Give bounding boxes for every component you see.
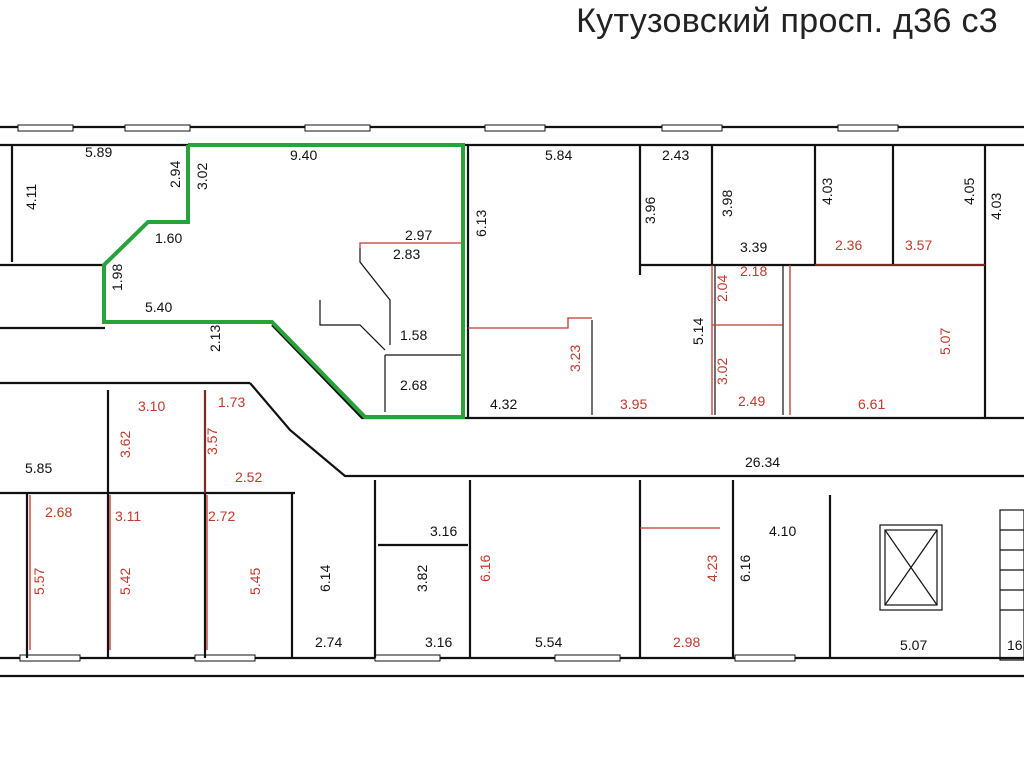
highlighted-premises-outline: [102, 143, 465, 419]
dimension-label-top-11: 1.58: [400, 327, 427, 343]
dimension-label-top-16: 3.23: [567, 345, 583, 372]
dimension-label-top-21: 3.98: [719, 190, 735, 217]
dimension-label-bottom-13: 3.16: [430, 523, 457, 539]
dimension-label-top-32: 6.61: [858, 396, 885, 412]
dimension-label-bottom-10: 5.42: [117, 568, 133, 595]
dimension-label-bottom-1: 1.73: [218, 394, 245, 410]
dimension-label-top-1: 4.11: [23, 184, 39, 210]
dimension-label-top-28: 2.18: [740, 263, 767, 279]
dimension-label-bottom-5: 5.85: [25, 460, 52, 476]
dimension-label-bottom-6: 2.68: [45, 504, 72, 520]
dimension-label-top-26: 4.05: [961, 178, 977, 205]
dimension-label-top-8: 2.97: [405, 227, 432, 243]
dimension-label-top-19: 2.43: [662, 147, 689, 163]
dimension-label-bottom-4: 2.52: [235, 469, 262, 485]
dimension-label-bottom-22: 4.10: [769, 523, 796, 539]
dimension-label-top-23: 4.03: [819, 178, 835, 205]
dimension-label-bottom-24: 5.07: [900, 637, 927, 653]
dimension-label-bottom-23: 6.16: [737, 555, 753, 582]
dimension-label-bottom-18: 3.16: [425, 634, 452, 650]
dimension-label-bottom-25: 16: [1007, 637, 1023, 653]
dimension-label-top-22: 3.39: [740, 239, 767, 255]
dimension-label-bottom-15: 3.82: [414, 565, 430, 592]
dimension-label-top-14: 5.84: [545, 147, 572, 163]
dimension-labels-top: 5.89 4.11 2.94 3.02 1.60 1.98 5.40 9.40 2.97 2.83…: [23, 144, 1004, 412]
dimension-label-bottom-8: 2.72: [208, 508, 235, 524]
dimension-label-bottom-20: 4.23: [704, 555, 720, 582]
top-windows: [17, 124, 899, 132]
dimension-label-bottom-16: 6.16: [477, 555, 493, 582]
dimension-label-top-10: 6.13: [473, 210, 489, 237]
dimension-label-bottom-17: 2.74: [315, 634, 342, 650]
dimension-label-bottom-7: 3.11: [115, 508, 141, 524]
dimension-label-bottom-0: 3.10: [138, 398, 165, 414]
dimension-label-top-29: 2.04: [714, 275, 730, 302]
elevator-shaft: [879, 524, 943, 611]
dimension-label-top-24: 2.36: [835, 237, 862, 253]
dimension-label-bottom-2: 3.62: [117, 431, 133, 458]
dimension-labels-bottom: 3.10 1.73 3.62 3.57 2.52 5.85 2.68 3.11 2.72 5.57…: [25, 394, 1023, 653]
dimension-label-bottom-12: 26.34: [745, 454, 780, 470]
dimension-label-top-20: 3.96: [642, 197, 658, 224]
dimension-label-top-15: 4.32: [490, 396, 517, 412]
dimension-label-bottom-21: 2.98: [673, 634, 700, 650]
address-title: Кутузовский просп. д36 с3: [576, 2, 998, 40]
dimension-label-top-12: 2.68: [400, 377, 427, 393]
dimension-label-top-25: 3.57: [905, 237, 932, 253]
annotation-lines: [29, 242, 985, 650]
dimension-label-top-9: 2.83: [393, 246, 420, 262]
dimension-label-top-31: 2.49: [738, 393, 765, 409]
bottom-windows: [19, 654, 796, 662]
dimension-label-bottom-19: 5.54: [535, 634, 562, 650]
dimension-label-top-5: 1.98: [109, 264, 125, 291]
dimension-label-top-6: 5.40: [145, 299, 172, 315]
dimension-label-top-17: 3.95: [620, 396, 647, 412]
corridor-walls: [0, 263, 1024, 495]
dimension-label-bottom-11: 5.45: [247, 568, 263, 595]
dimension-label-bottom-3: 3.57: [204, 428, 220, 455]
dimension-label-top-0: 5.89: [85, 144, 112, 160]
dimension-label-top-3: 3.02: [194, 163, 210, 190]
dimension-label-top-27: 4.03: [988, 193, 1004, 220]
dimension-label-top-13: 2.13: [207, 325, 223, 352]
dimension-label-top-18: 5.14: [690, 318, 706, 345]
dimension-label-top-2: 2.94: [167, 161, 183, 188]
dimension-label-bottom-14: 6.14: [317, 565, 333, 592]
dimension-label-top-4: 1.60: [155, 230, 182, 246]
dimension-label-bottom-9: 5.57: [31, 568, 47, 595]
dimension-label-top-30: 3.02: [714, 358, 730, 385]
dimension-label-top-33: 5.07: [937, 328, 953, 355]
stairs: [999, 509, 1024, 661]
dimension-label-top-7: 9.40: [290, 147, 317, 163]
